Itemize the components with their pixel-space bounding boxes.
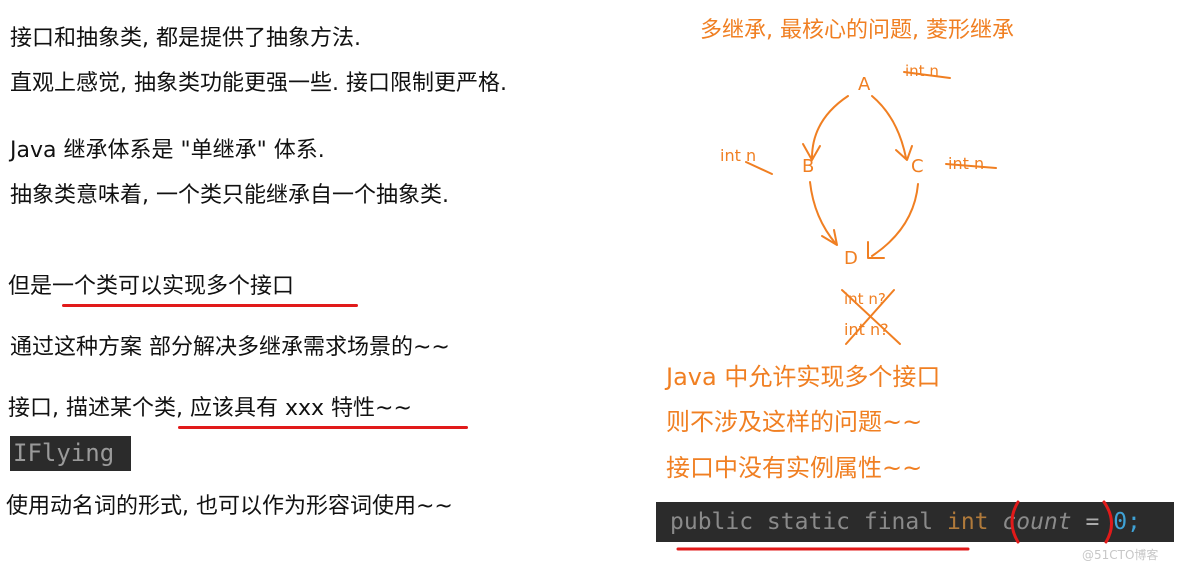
diagram-title: 多继承, 最核心的问题, 菱形继承 xyxy=(700,18,1014,43)
node-b: B xyxy=(802,156,815,177)
cross-line-2 xyxy=(845,289,895,345)
note-c: int n xyxy=(948,154,985,173)
strike-note-c xyxy=(945,163,997,169)
node-a: A xyxy=(858,74,871,95)
arrow-c-d xyxy=(871,183,919,257)
note-a: int n xyxy=(905,62,939,80)
underline-feature xyxy=(178,426,468,429)
arrowhead-b-d xyxy=(821,229,838,246)
arrow-a-b xyxy=(811,95,849,159)
paren-left xyxy=(1010,500,1020,544)
arrowhead-a-b xyxy=(802,143,821,161)
text-line-2: 直观上感觉, 抽象类功能更强一些. 接口限制更严格. xyxy=(10,71,507,96)
code-type: int xyxy=(946,509,989,535)
code-keywords: public static final xyxy=(670,509,934,535)
code-operator: = xyxy=(1085,509,1100,535)
node-d: D xyxy=(844,248,858,269)
note-d-1: int n? xyxy=(844,290,886,308)
code-snippet-bar: public static final int count = 0; xyxy=(656,502,1174,542)
text-line-7: 接口, 描述某个类, 应该具有 xxx 特性~~ xyxy=(8,396,412,421)
note-b-stroke xyxy=(745,161,773,175)
note-d-2: int n? xyxy=(844,320,889,339)
arrow-b-d xyxy=(809,181,837,245)
right-line-3: 接口中没有实例属性~~ xyxy=(666,454,923,482)
code-chip-iflying: IFlying xyxy=(10,436,131,471)
note-b: int n xyxy=(720,146,757,165)
text-line-8: 使用动名词的形式, 也可以作为形容词使用~~ xyxy=(6,494,453,519)
text-line-4: 抽象类意味着, 一个类只能继承自一个抽象类. xyxy=(10,183,449,208)
paren-right xyxy=(1102,500,1113,544)
code-value: 0; xyxy=(1113,509,1141,535)
text-line-6: 通过这种方案 部分解决多继承需求场景的~~ xyxy=(10,335,450,360)
arrowhead-a-c xyxy=(895,145,913,161)
right-line-2: 则不涉及这样的问题~~ xyxy=(666,408,923,436)
text-line-3: Java 继承体系是 "单继承" 体系. xyxy=(10,138,325,163)
watermark: @51CTO博客 xyxy=(1082,548,1159,562)
right-line-1: Java 中允许实现多个接口 xyxy=(666,363,941,391)
text-line-1: 接口和抽象类, 都是提供了抽象方法. xyxy=(10,26,361,51)
node-c: C xyxy=(911,156,924,177)
text-line-5: 但是一个类可以实现多个接口 xyxy=(8,274,295,299)
strike-note-a xyxy=(903,71,951,79)
arrowhead-c-d xyxy=(867,241,885,259)
underline-multi-interface xyxy=(62,304,358,307)
arrow-a-c xyxy=(871,95,907,159)
